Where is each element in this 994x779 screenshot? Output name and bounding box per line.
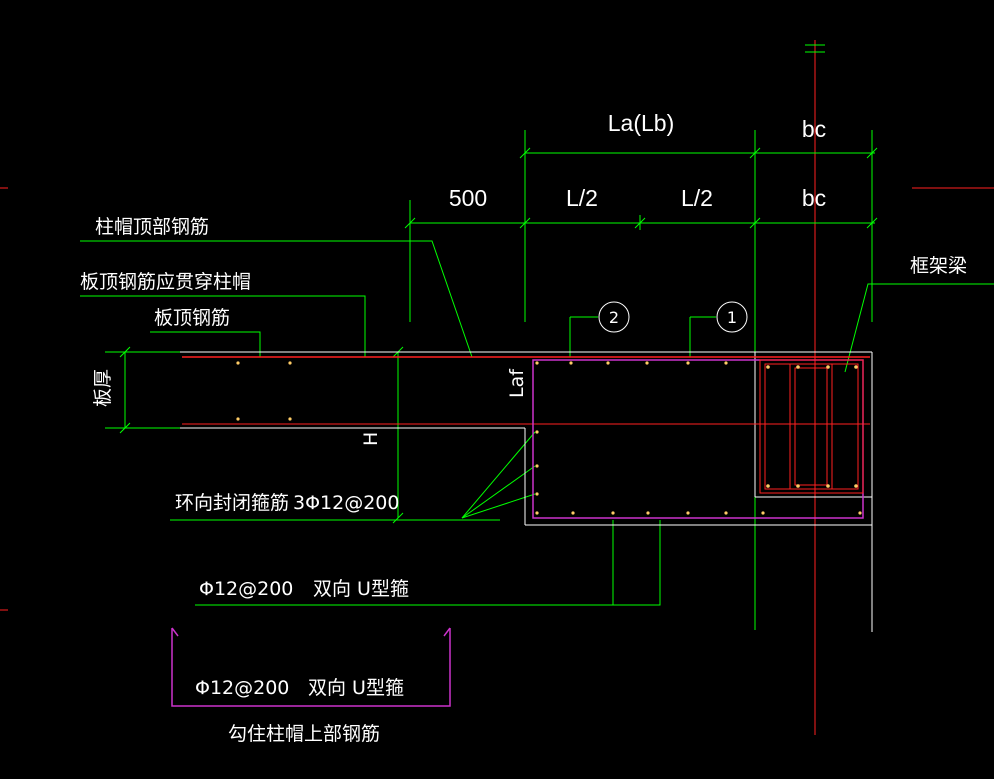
leader-lines: [80, 240, 994, 606]
dimension-lines: [105, 130, 878, 630]
label-u-stirrup-spec: Φ12@200: [199, 578, 293, 600]
label-detail-caption: 勾住柱帽上部钢筋: [228, 723, 380, 745]
dim-bc-top: bc: [802, 116, 826, 142]
svg-text:2: 2: [609, 308, 619, 327]
label-frame-beam: 框架梁: [910, 255, 967, 277]
rebars: [171, 356, 870, 707]
label-laf: Laf: [506, 368, 528, 398]
dim-bc-mid: bc: [802, 185, 826, 211]
label-slab-top-rebar: 板顶钢筋: [154, 307, 230, 329]
label-h: H: [360, 432, 382, 446]
concrete-outline: [180, 351, 873, 632]
label-ring-stirrup-spec: 3Φ12@200: [293, 492, 400, 514]
marker-1: 1: [716, 301, 748, 333]
axis-lines: [0, 40, 994, 735]
label-slab-top-through: 板顶钢筋应贯穿柱帽: [80, 271, 251, 293]
label-detail-name: 双向 U型箍: [308, 677, 404, 699]
label-cap-top-rebar: 柱帽顶部钢筋: [95, 216, 209, 238]
label-u-stirrup-name: 双向 U型箍: [313, 578, 409, 600]
dim-la-lb: La(Lb): [608, 110, 674, 136]
svg-text:1: 1: [727, 308, 737, 327]
dim-500: 500: [449, 185, 487, 211]
rebar-dots: [236, 361, 862, 515]
dim-l2-right: L/2: [681, 185, 713, 211]
label-slab-thickness: 板厚: [92, 369, 114, 407]
marker-2: 2: [598, 301, 630, 333]
dim-l2-left: L/2: [566, 185, 598, 211]
label-detail-spec: Φ12@200: [195, 677, 289, 699]
label-ring-stirrup-name: 环向封闭箍筋: [175, 492, 289, 514]
